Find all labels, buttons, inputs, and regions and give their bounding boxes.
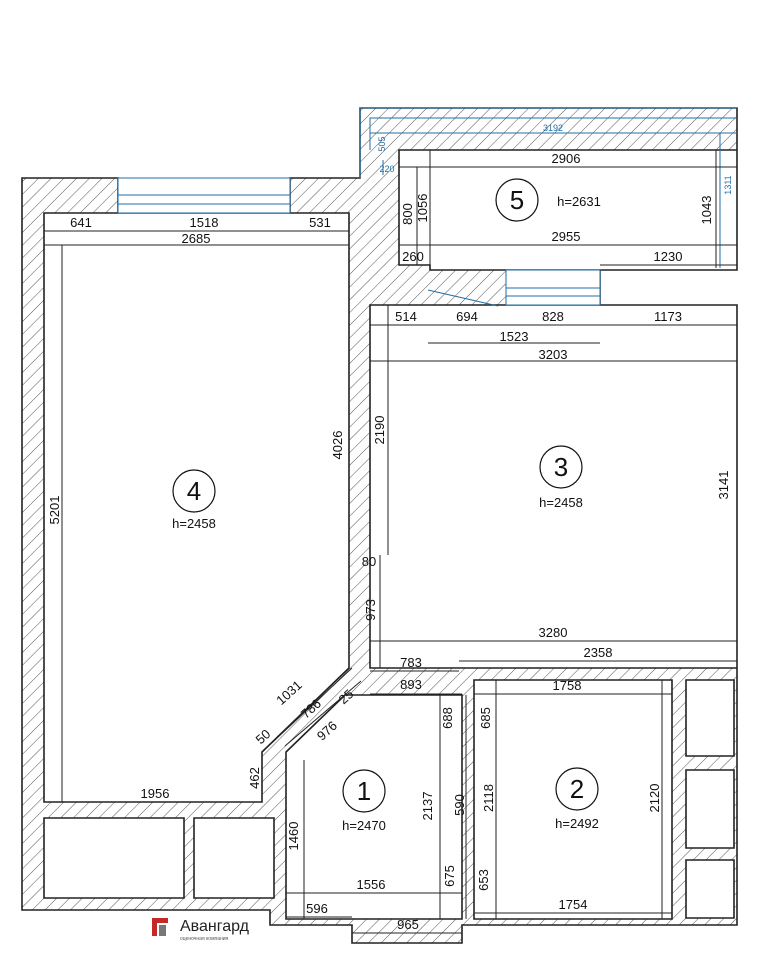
room-labels <box>172 178 599 813</box>
dim-1518: 1518 <box>190 215 219 230</box>
dim-505: 505 <box>377 136 387 151</box>
dim-2955: 2955 <box>552 229 581 244</box>
logo-name: Авангард <box>180 918 250 935</box>
room-5-height: h=2631 <box>557 194 601 209</box>
dim-220: 220 <box>379 164 394 174</box>
dim-2118: 2118 <box>481 784 496 812</box>
dim-1523: 1523 <box>500 329 529 344</box>
dim-2906: 2906 <box>552 151 581 166</box>
dim-1043: 1043 <box>699 196 714 225</box>
company-logo: Авангард оценочная компания <box>152 918 250 942</box>
logo-subtitle: оценочная компания <box>180 936 229 942</box>
dim-688: 688 <box>440 707 455 729</box>
room-2-number: 2 <box>570 774 584 804</box>
dim-783: 783 <box>400 655 422 670</box>
dim-1230: 1230 <box>654 249 683 264</box>
dim-80: 80 <box>362 554 376 569</box>
room-4-height: h=2458 <box>172 516 216 531</box>
dim-1956: 1956 <box>141 786 170 801</box>
dim-800: 800 <box>400 203 415 225</box>
dim-2190: 2190 <box>372 416 387 445</box>
dim-965: 965 <box>397 917 419 932</box>
room-4-number: 4 <box>187 476 201 506</box>
dim-1056: 1056 <box>415 194 430 223</box>
dim-1556: 1556 <box>357 877 386 892</box>
dim-973: 973 <box>363 599 378 621</box>
room-3-height: h=2458 <box>539 495 583 510</box>
room-4-circle <box>172 469 216 513</box>
dim-3192: 3192 <box>543 123 563 133</box>
room-1-circle <box>342 769 386 813</box>
dim-2137: 2137 <box>420 792 435 821</box>
dim-596: 596 <box>306 901 328 916</box>
room-3-circle <box>539 445 583 489</box>
dim-3141: 3141 <box>716 471 731 500</box>
dim-675: 675 <box>442 865 457 887</box>
windows <box>117 177 601 306</box>
dim-1460: 1460 <box>286 822 301 851</box>
dim-2358: 2358 <box>584 645 613 660</box>
dim-1031: 1031 <box>273 677 305 707</box>
dim-685: 685 <box>478 707 493 729</box>
dim-514: 514 <box>395 309 417 324</box>
room-5-number: 5 <box>510 185 524 215</box>
dim-3280: 3280 <box>539 625 568 640</box>
room-1-number: 1 <box>357 776 371 806</box>
dim-2685: 2685 <box>182 231 211 246</box>
dim-893: 893 <box>400 677 422 692</box>
room-3-number: 3 <box>554 452 568 482</box>
dim-2120: 2120 <box>647 784 662 813</box>
dim-3203: 3203 <box>539 347 568 362</box>
dim-4026: 4026 <box>330 431 345 460</box>
dim-590: 590 <box>452 794 467 816</box>
room-2-height: h=2492 <box>555 816 599 831</box>
dim-531: 531 <box>309 215 331 230</box>
dim-828: 828 <box>542 309 564 324</box>
dim-5201: 5201 <box>47 496 62 525</box>
dimension-lines <box>44 150 737 934</box>
dim-694: 694 <box>456 309 478 324</box>
dim-260: 260 <box>402 249 424 264</box>
room-5-circle <box>495 178 539 222</box>
room-numbers: 4 h=2458 3 h=2458 5 h=2631 1 h=2470 2 h=… <box>172 185 601 833</box>
dim-1754: 1754 <box>559 897 588 912</box>
dim-462: 462 <box>247 767 262 789</box>
door-swing <box>427 289 499 307</box>
dim-1758: 1758 <box>553 678 582 693</box>
dim-653: 653 <box>476 869 491 891</box>
dim-1173: 1173 <box>654 309 682 324</box>
room-2-circle <box>555 767 599 811</box>
room-1-height: h=2470 <box>342 818 386 833</box>
dim-1311: 1311 <box>723 175 733 194</box>
dim-641: 641 <box>70 215 92 230</box>
